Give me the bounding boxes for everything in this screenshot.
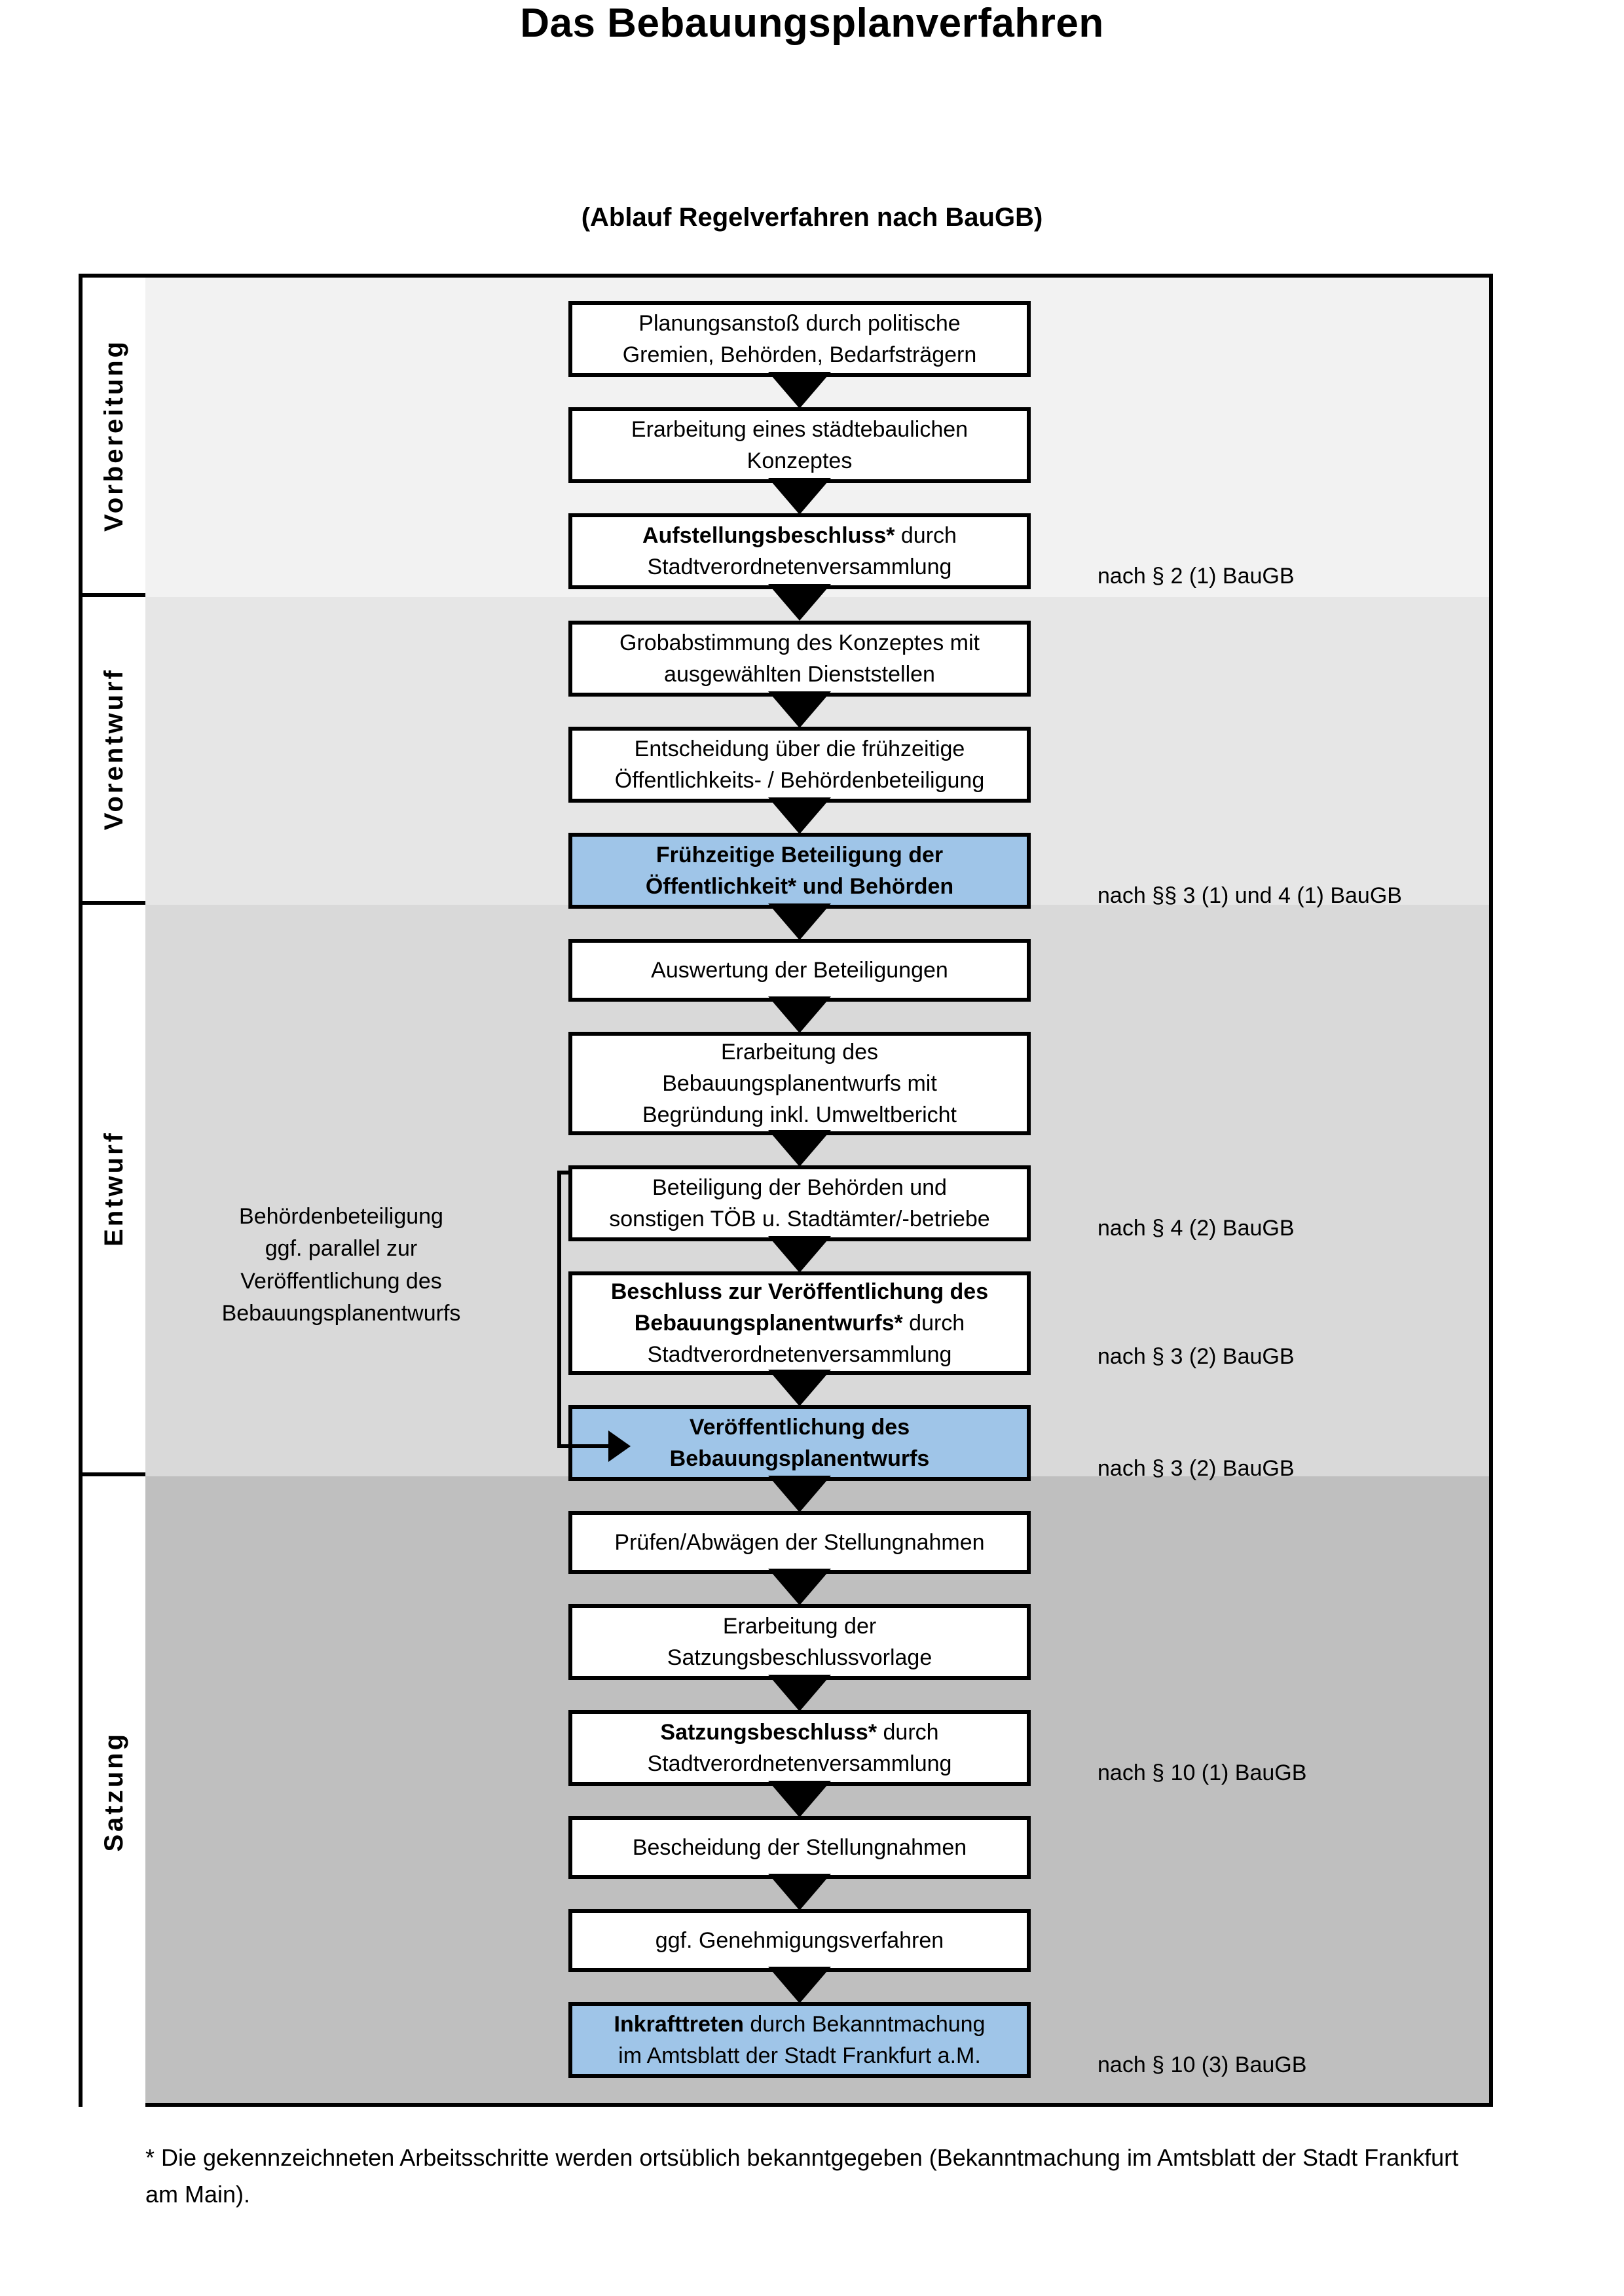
- step-box-pruefen-abwaegen[interactable]: Prüfen/Abwägen der Stellungnahmen: [568, 1511, 1031, 1574]
- step-line-1-rest: durch: [877, 1719, 939, 1745]
- annotation-par-3-2-b: nach § 3 (2) BauGB: [1098, 1456, 1295, 1481]
- flow-arrow-down: [768, 1236, 831, 1273]
- bracket-segment-vertical: [557, 1171, 561, 1448]
- step-line-1: Prüfen/Abwägen der Stellungnahmen: [614, 1529, 985, 1555]
- step-line-1: Bescheidung der Stellungnahmen: [632, 1834, 967, 1860]
- step-line-2: Stadtverordnetenversammlung: [647, 1751, 952, 1776]
- step-line-1-rest: durch Bekanntmachung: [743, 2011, 986, 2037]
- step-line-2: ausgewählten Dienststellen: [664, 662, 935, 687]
- bracket-connector-behoerdenbeteiligung: [83, 278, 1489, 2103]
- side-note-line-4: Bebauungsplanentwurfs: [221, 1300, 461, 1326]
- step-box-grobabstimmung[interactable]: Grobabstimmung des Konzeptes mit ausgewä…: [568, 621, 1031, 697]
- step-line-1: Erarbeitung eines städtebaulichen: [631, 416, 969, 442]
- step-line-2: Stadtverordnetenversammlung: [647, 555, 952, 579]
- step-line-2: Bebauungsplanentwurfs: [669, 1446, 930, 1471]
- flow-arrow-down: [768, 584, 831, 621]
- step-line-1: Frühzeitige Beteiligung der: [655, 842, 944, 867]
- annotation-par-3-2-a: nach § 3 (2) BauGB: [1098, 1344, 1295, 1369]
- bracket-segment-bottom: [557, 1444, 610, 1448]
- step-box-satzungsbeschlussvorlage[interactable]: Erarbeitung der Satzungsbeschlussvorlage: [568, 1604, 1031, 1680]
- page-title: Das Bebauungsplanverfahren: [520, 1, 1104, 46]
- step-line-2: Satzungsbeschlussvorlage: [667, 1645, 932, 1670]
- step-line-2: Bebauungsplanentwurfs mit: [662, 1070, 937, 1096]
- step-line-2: sonstigen TÖB u. Stadtämter/-betriebe: [609, 1207, 990, 1231]
- step-box-planungsanstoss[interactable]: Planungsanstoß durch politische Gremien,…: [568, 301, 1031, 377]
- step-box-inkrafttreten[interactable]: Inkrafttreten durch Bekanntmachung im Am…: [568, 2002, 1031, 2078]
- step-box-satzungsbeschluss[interactable]: Satzungsbeschluss* durch Stadtverordnete…: [568, 1710, 1031, 1786]
- page-subtitle: (Ablauf Regelverfahren nach BauGB): [581, 203, 1043, 232]
- flow-arrow-down: [768, 797, 831, 834]
- step-line-2: Gremien, Behörden, Bedarfsträgern: [622, 342, 977, 367]
- step-line-1: Veröffentlichung des: [689, 1414, 910, 1440]
- flow-arrow-down: [768, 1370, 831, 1406]
- flow-arrow-down: [768, 1569, 831, 1605]
- side-note-line-2: ggf. parallel zur: [265, 1236, 418, 1262]
- annotation-par-10-3: nach § 10 (3) BauGB: [1098, 2052, 1307, 2077]
- step-box-fruehzeitige-beteiligung[interactable]: Frühzeitige Beteiligung der Öffentlichke…: [568, 833, 1031, 909]
- bracket-segment-top: [557, 1171, 570, 1175]
- flow-arrow-down: [768, 1874, 831, 1910]
- step-line-3: Stadtverordnetenversammlung: [647, 1342, 952, 1368]
- step-line-2: Konzeptes: [747, 448, 853, 473]
- step-line-1-bold: Inkrafttreten: [614, 2011, 744, 2037]
- step-box-beschluss-veroeffentlichung[interactable]: Beschluss zur Veröffentlichung des Bebau…: [568, 1271, 1031, 1375]
- step-line-1: Entscheidung über die frühzeitige: [634, 736, 965, 761]
- flow-arrow-down: [768, 903, 831, 940]
- flow-arrow-down: [768, 691, 831, 728]
- step-line-1: ggf. Genehmigungsverfahren: [655, 1927, 944, 1953]
- step-line-1: Planungsanstoß durch politische: [638, 310, 961, 336]
- step-line-2: Öffentlichkeits- / Behördenbeteiligung: [614, 768, 985, 793]
- flow-arrow-down: [768, 1675, 831, 1711]
- flow-arrow-down: [768, 1130, 831, 1167]
- step-line-1-rest: durch: [895, 522, 957, 548]
- step-line-1: Grobabstimmung des Konzeptes mit: [619, 630, 980, 655]
- phase-label-satzung: Satzung: [83, 1476, 145, 2107]
- step-box-erarbeitung-entwurf[interactable]: Erarbeitung des Bebauungsplanentwurfs mi…: [568, 1032, 1031, 1135]
- step-line-1-bold: Aufstellungsbeschluss*: [642, 522, 895, 548]
- step-line-3: Begründung inkl. Umweltbericht: [642, 1102, 957, 1128]
- side-note-line-3: Veröffentlichung des: [240, 1268, 442, 1294]
- phase-label-vorbereitung: Vorbereitung: [83, 278, 145, 597]
- annotation-par-4-2: nach § 4 (2) BauGB: [1098, 1216, 1295, 1241]
- step-box-genehmigungsverfahren[interactable]: ggf. Genehmigungsverfahren: [568, 1909, 1031, 1972]
- flowchart-frame: Vorbereitung Vorentwurf Entwurf Satzung …: [79, 274, 1493, 2107]
- step-box-veroeffentlichung-entwurf[interactable]: Veröffentlichung des Bebauungsplanentwur…: [568, 1405, 1031, 1481]
- step-line-1: Beteiligung der Behörden und: [652, 1175, 947, 1200]
- step-line-2: im Amtsblatt der Stadt Frankfurt a.M.: [618, 2043, 981, 2068]
- flow-arrow-down: [768, 1967, 831, 2003]
- step-line-1-bold: Beschluss zur Veröffentlichung des: [610, 1279, 989, 1304]
- step-line-2-rest: durch: [902, 1310, 965, 1336]
- bracket-arrowhead-icon: [608, 1430, 631, 1462]
- flow-arrow-down: [768, 478, 831, 515]
- side-note-line-1: Behördenbeteiligung: [239, 1204, 443, 1229]
- flow-arrow-down: [768, 372, 831, 409]
- phase-label-column: Vorbereitung Vorentwurf Entwurf Satzung: [83, 278, 145, 2107]
- step-box-aufstellungsbeschluss[interactable]: Aufstellungsbeschluss* durch Stadtverord…: [568, 513, 1031, 589]
- step-line-2-bold: Bebauungsplanentwurfs*: [634, 1310, 903, 1336]
- footnote-text: * Die gekennzeichneten Arbeitsschritte w…: [145, 2144, 1459, 2208]
- flow-arrow-down: [768, 996, 831, 1033]
- phase-label-vorentwurf: Vorentwurf: [83, 597, 145, 905]
- annotation-par-2-1: nach § 2 (1) BauGB: [1098, 564, 1295, 589]
- flow-arrow-down: [768, 1781, 831, 1817]
- step-line-1: Erarbeitung der: [722, 1613, 877, 1639]
- flow-arrow-down: [768, 1476, 831, 1512]
- step-line-1: Erarbeitung des: [720, 1039, 879, 1065]
- annotation-par-10-1: nach § 10 (1) BauGB: [1098, 1760, 1307, 1785]
- annotation-par-3-1-4-1: nach §§ 3 (1) und 4 (1) BauGB: [1098, 883, 1402, 908]
- step-line-1: Auswertung der Beteiligungen: [651, 957, 948, 983]
- step-line-1-bold: Satzungsbeschluss*: [660, 1719, 877, 1745]
- step-line-2: Öffentlichkeit* und Behörden: [645, 874, 954, 899]
- phase-label-entwurf: Entwurf: [83, 905, 145, 1476]
- side-note-behoerdenbeteiligung: Behördenbeteiligung ggf. parallel zur Ve…: [200, 1201, 482, 1330]
- step-box-staedtebauliches-konzept[interactable]: Erarbeitung eines städtebaulichen Konzep…: [568, 407, 1031, 483]
- step-box-entscheidung-fruehzeitige[interactable]: Entscheidung über die frühzeitige Öffent…: [568, 727, 1031, 803]
